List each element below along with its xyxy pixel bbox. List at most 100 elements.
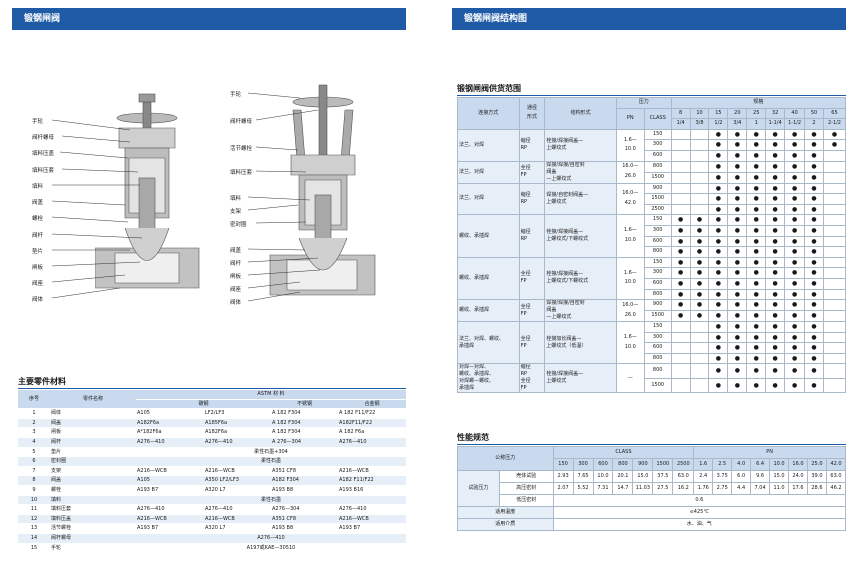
availability-dot: ● [765, 160, 786, 173]
pn-range: 1.6—10.0 [615, 256, 645, 301]
availability-dot: ● [746, 160, 767, 173]
availability-dot: ● [804, 246, 824, 258]
class-value: 600 [592, 458, 614, 471]
pn-value: 4.0 [731, 458, 752, 471]
test-value: 39.0 [806, 470, 827, 483]
material-stainless: A351 CF8 [271, 466, 338, 477]
label-packing-2: 填料 [230, 196, 242, 202]
test-value: 7.04 [750, 482, 771, 495]
test-value: 7.31 [592, 482, 614, 495]
material-alloy: A216—WCB [338, 514, 406, 525]
availability-dot: ● [804, 182, 824, 195]
availability-dot: ● [727, 128, 748, 141]
availability-dot [822, 363, 847, 379]
material-no: 12 [18, 514, 50, 525]
availability-dot: ● [804, 203, 824, 216]
material-part: 阀盖 [50, 418, 136, 429]
availability-dot [670, 363, 691, 379]
availability-dot: ● [765, 342, 786, 354]
test-value: 16.2 [672, 482, 695, 495]
class-value: 1500 [643, 377, 672, 394]
size-mm: 50 [804, 107, 824, 120]
material-no: 8 [18, 475, 50, 486]
material-alloy: A276—410 [338, 437, 406, 448]
availability-dot [670, 139, 691, 151]
availability-dot: ● [746, 203, 767, 216]
pn-value: 1.6 [693, 458, 714, 471]
availability-dot [822, 182, 847, 195]
availability-dot: ● [708, 193, 729, 205]
material-carbon-1: A193 B7 [136, 485, 204, 496]
availability-dot: ● [708, 224, 729, 237]
size-inch: 1-1/2 [784, 118, 806, 130]
scope-row: 300●●●●●●● [458, 139, 847, 151]
availability-dot: ● [765, 203, 786, 216]
structure-type: 栓接/焊接阀盖—上螺纹式/下螺纹式 [544, 214, 617, 258]
availability-dot: ● [708, 214, 729, 226]
availability-dot: ● [784, 171, 806, 184]
col-header-structure: 结构形式 [544, 97, 617, 130]
availability-dot: ● [784, 299, 806, 312]
availability-dot: ● [822, 128, 847, 141]
availability-dot: ● [708, 203, 729, 216]
col-header-stainless: 不锈钢 [271, 399, 338, 410]
material-no: 15 [18, 543, 50, 554]
availability-dot: ● [670, 267, 691, 279]
medium-label: 适用介质 [457, 518, 554, 531]
label-gasket: 垫片 [32, 249, 44, 255]
material-carbon-1: A276—410 [136, 437, 204, 448]
availability-dot: ● [727, 363, 748, 379]
size-mm: 15 [708, 107, 729, 120]
perf-rule [457, 444, 846, 445]
connection-type: 法兰、对焊 [457, 160, 520, 184]
size-inch: 3/8 [689, 118, 710, 130]
availability-dot [670, 377, 691, 394]
scope-rule [457, 95, 846, 96]
col-header-alloy: 合金钢 [338, 399, 406, 410]
availability-dot: ● [727, 160, 748, 173]
availability-dot: ● [804, 299, 824, 312]
availability-dot: ● [727, 139, 748, 151]
availability-dot [689, 331, 710, 344]
availability-dot: ● [746, 299, 767, 312]
scope-row: 800●●●●●●●● [458, 246, 847, 258]
size-mm: 10 [689, 107, 710, 120]
material-common: 柔性石墨 [136, 495, 406, 506]
material-no: 9 [18, 485, 50, 496]
material-part: 手轮 [50, 543, 136, 554]
material-stainless: A 182 F304 [271, 408, 338, 419]
availability-dot [670, 171, 691, 184]
scope-row: 800●●●●●●●● [458, 288, 847, 301]
availability-dot [670, 149, 691, 162]
test-name: 高压密封 [498, 482, 554, 495]
scope-row: 600●●●●●●●● [458, 277, 847, 290]
availability-dot: ● [746, 310, 767, 323]
availability-dot: ● [670, 299, 691, 312]
material-no: 5 [18, 447, 50, 458]
availability-dot: ● [765, 310, 786, 323]
availability-dot [822, 171, 847, 184]
label-bolt: 螺栓 [32, 216, 44, 222]
col-header-name: 零件名称 [50, 390, 136, 410]
size-mm: 25 [746, 107, 767, 120]
class-value: 900 [643, 299, 672, 312]
material-carbon-2: A216—WCB [204, 514, 271, 525]
availability-dot: ● [804, 224, 824, 237]
test-value: 9.6 [750, 470, 771, 483]
size-mm: 40 [784, 107, 806, 120]
connection-type: 法兰、对焊 [457, 182, 520, 216]
availability-dot: ● [708, 310, 729, 323]
right-section-header: 锻钢闸阀结构图 [452, 8, 846, 30]
col-header-pn: PN [615, 107, 645, 130]
material-carbon-2: A182F6a [204, 427, 271, 438]
availability-dot [689, 171, 710, 184]
label-handwheel-2: 手轮 [230, 92, 242, 98]
